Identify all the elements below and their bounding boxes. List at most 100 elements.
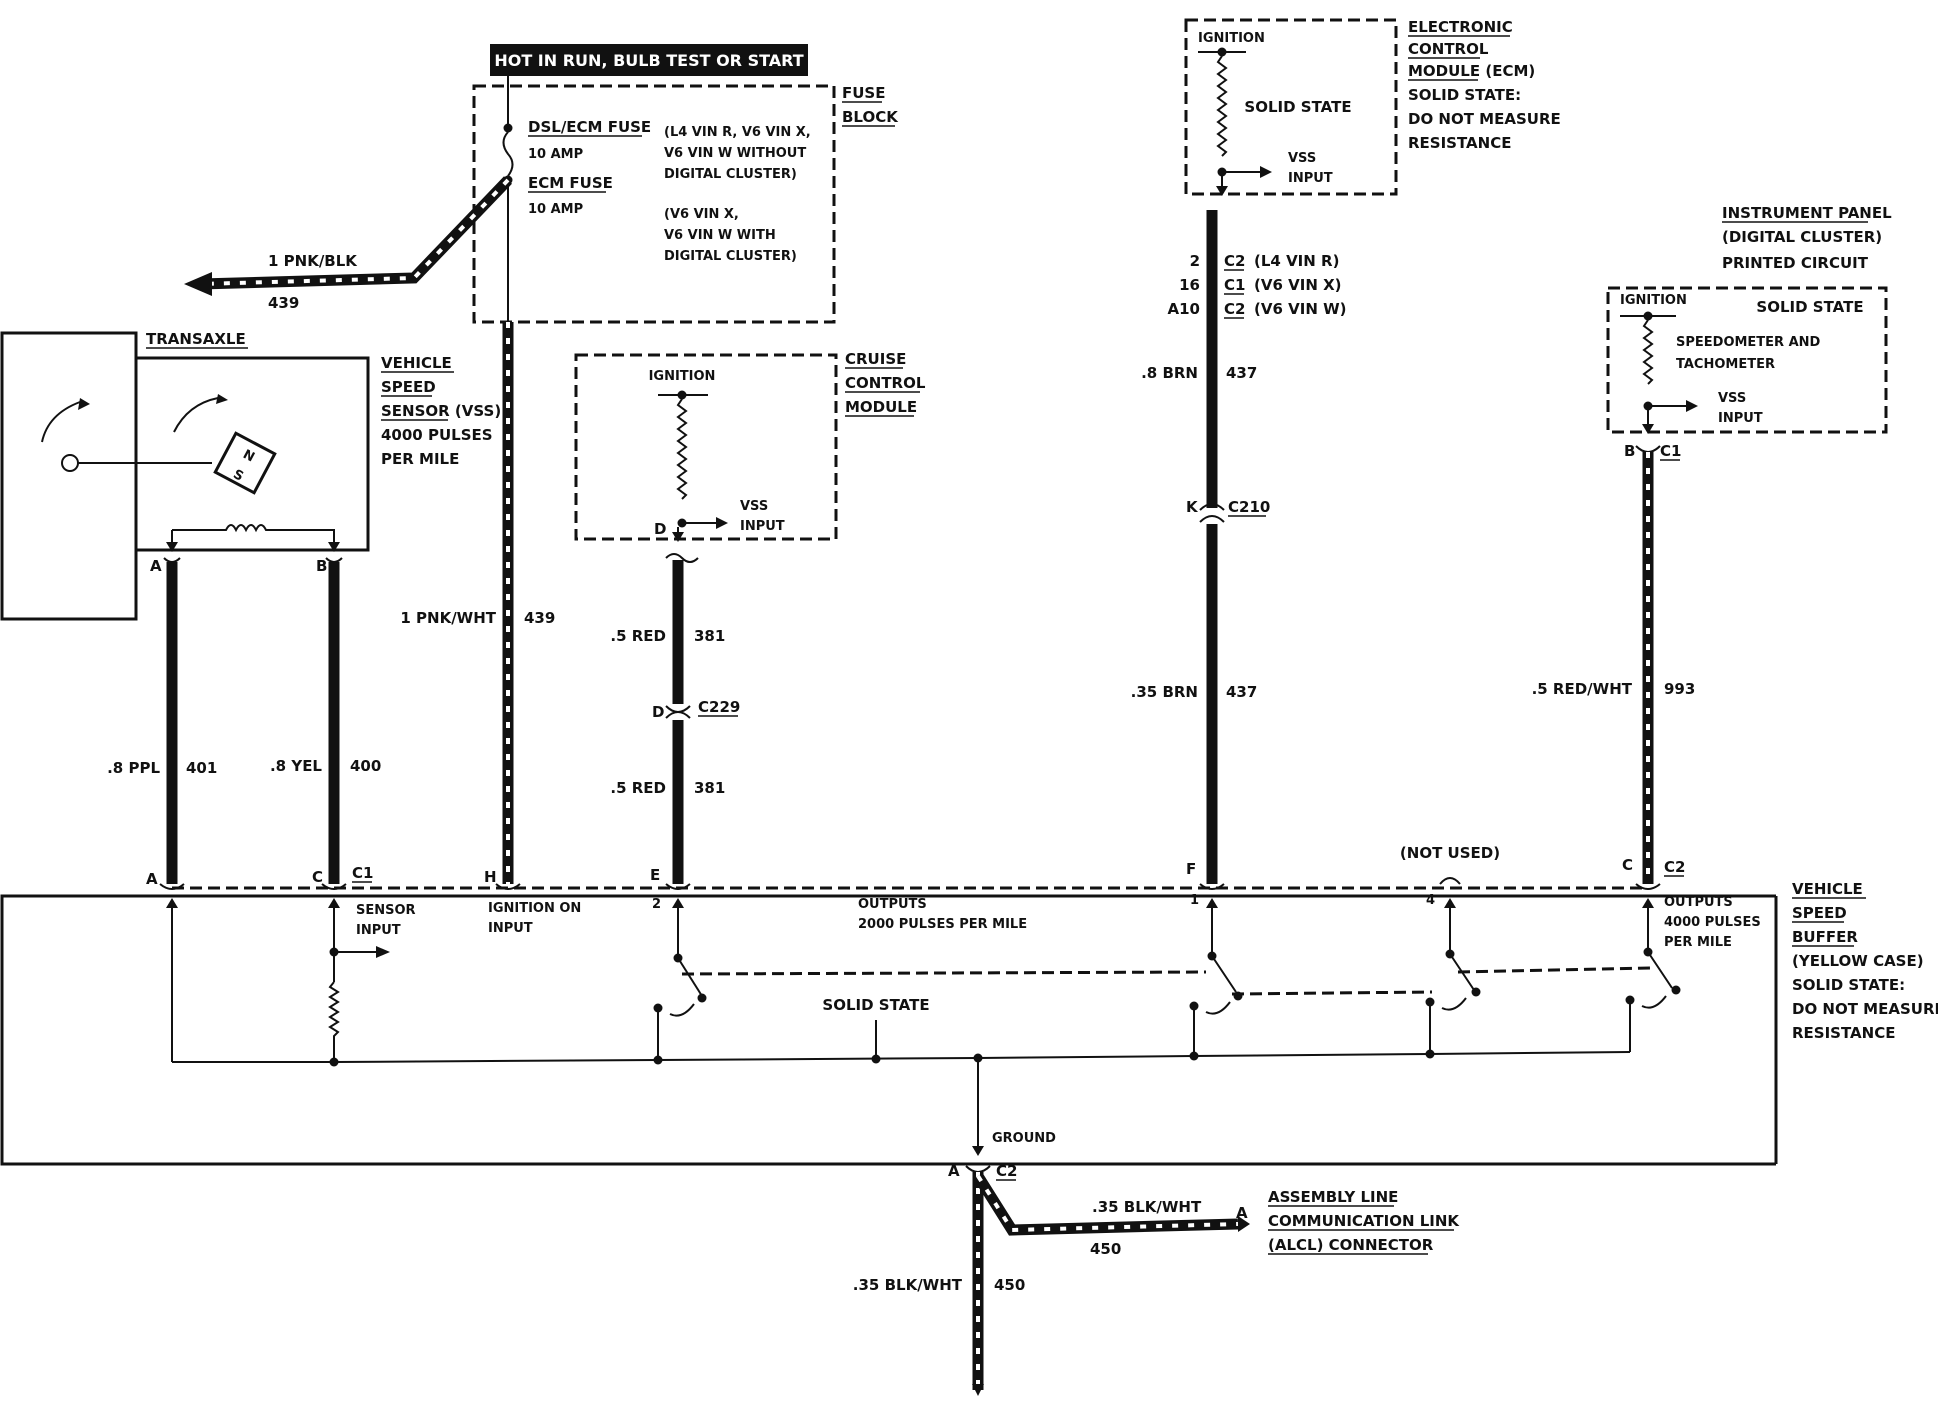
- buffer-label: (YELLOW CASE): [1792, 952, 1924, 970]
- ecm-pin: 16: [1179, 276, 1200, 294]
- buffer-resistor: [328, 981, 340, 1062]
- buffer-label: DO NOT MEASURE: [1792, 1000, 1938, 1018]
- not-used-label: (NOT USED): [1400, 844, 1500, 862]
- ecm-label: CONTROL: [1408, 40, 1489, 58]
- fuse-note: DIGITAL CLUSTER): [664, 167, 797, 182]
- out-4000-label: 4000 PULSES: [1664, 915, 1761, 930]
- wire-439-feed-label: 1 PNK/BLK: [268, 252, 358, 270]
- coil-icon: [172, 524, 335, 542]
- wire-450-alcl-circuit: 450: [1090, 1240, 1121, 1258]
- ipc-pin-b: B: [1624, 442, 1635, 460]
- alcl-label: COMMUNICATION LINK: [1268, 1212, 1460, 1230]
- vss-label: SENSOR (VSS): [381, 402, 501, 420]
- cruise-ignition: IGNITION: [649, 369, 716, 384]
- buffer-pin-c-right: C: [1622, 856, 1633, 874]
- cruise-vss-input: INPUT: [740, 519, 785, 534]
- buffer-pin-f: F: [1186, 860, 1196, 878]
- ecm-label: MODULE (ECM): [1408, 62, 1535, 80]
- ecm-fuse-label: ECM FUSE: [528, 174, 613, 192]
- out-4000-label: PER MILE: [1664, 935, 1732, 950]
- wire-437-upper-circuit: 437: [1226, 364, 1257, 382]
- buffer-box: [0, 894, 1776, 1166]
- wire-450-down-label: .35 BLK/WHT: [853, 1276, 963, 1294]
- transaxle-label: TRANSAXLE: [146, 330, 246, 348]
- fuse-note: (V6 VIN X,: [664, 207, 739, 222]
- wire-381-lower-circuit: 381: [694, 779, 725, 797]
- out-2000-label: OUTPUTS: [858, 897, 927, 912]
- c210-connector: [1199, 503, 1225, 523]
- ipc-label: (DIGITAL CLUSTER): [1722, 228, 1882, 246]
- c210-pin: K: [1186, 498, 1199, 516]
- vss-label: SPEED: [381, 378, 436, 396]
- vss-box: [134, 356, 370, 552]
- cruise-module-label: CONTROL: [845, 374, 926, 392]
- buffer-pin-h: H: [484, 868, 497, 886]
- c229-pin: D: [652, 703, 664, 721]
- ecm-vss-input: INPUT: [1288, 171, 1333, 186]
- buffer-label: RESISTANCE: [1792, 1024, 1895, 1042]
- fuse-block-label: FUSE: [842, 84, 885, 102]
- buffer-pin-c: C: [312, 868, 323, 886]
- header-banner: [490, 44, 808, 76]
- vss-pin-a: A: [150, 557, 162, 575]
- cruise-resistor: [676, 398, 688, 500]
- wire-400-label: .8 YEL: [270, 757, 322, 775]
- wire-401-label: .8 PPL: [107, 759, 160, 777]
- ipc-gauge: SPEEDOMETER AND: [1676, 335, 1821, 350]
- ipc-gauge: TACHOMETER: [1676, 357, 1775, 372]
- alcl-label: ASSEMBLY LINE: [1268, 1188, 1398, 1206]
- buffer-conn-c1: C1: [352, 864, 373, 882]
- ground-conn-name: C2: [996, 1162, 1017, 1180]
- ecm-label: RESISTANCE: [1408, 134, 1511, 152]
- ecm-pin-conn: C2: [1224, 300, 1245, 318]
- buffer-label: SOLID STATE:: [1792, 976, 1905, 994]
- buffer-pin-e: E: [650, 866, 660, 884]
- output-pin-1: 1: [1190, 893, 1199, 908]
- ecm-label: SOLID STATE:: [1408, 86, 1521, 104]
- cruise-module-label: MODULE: [845, 398, 917, 416]
- ecm-pin-note: (L4 VIN R): [1254, 252, 1339, 270]
- cruise-vss-input: VSS: [740, 499, 768, 514]
- sensor-input-label: SENSOR: [356, 903, 416, 918]
- vss-label: PER MILE: [381, 450, 459, 468]
- ipc-solid-state: SOLID STATE: [1756, 298, 1863, 316]
- ipc-resistor: [1642, 319, 1654, 385]
- ipc-label: PRINTED CIRCUIT: [1722, 254, 1869, 272]
- ecm-vss-input: VSS: [1288, 151, 1316, 166]
- sensor-input-label: INPUT: [356, 923, 401, 938]
- fuse-note: V6 VIN W WITHOUT: [664, 146, 806, 161]
- vss-label: VEHICLE: [381, 354, 452, 372]
- vss-pin-b: B: [316, 557, 327, 575]
- ipc-conn-c1: C1: [1660, 442, 1681, 460]
- wire-993-circuit: 993: [1664, 680, 1695, 698]
- ign-input-label: INPUT: [488, 921, 533, 936]
- cruise-module-label: CRUISE: [845, 350, 906, 368]
- alcl-label: (ALCL) CONNECTOR: [1268, 1236, 1434, 1254]
- wire-439-ignition-circuit: 439: [524, 609, 555, 627]
- magnet-icon: N S: [213, 431, 277, 495]
- ipc-label: INSTRUMENT PANEL: [1722, 204, 1892, 222]
- ecm-pin-conn: C2: [1224, 252, 1245, 270]
- c210-name: C210: [1228, 498, 1270, 516]
- dsl-fuse-amp: 10 AMP: [528, 147, 583, 162]
- arrow-left-icon: [184, 272, 212, 296]
- transaxle-box: [0, 331, 138, 621]
- vss-label: 4000 PULSES: [381, 426, 493, 444]
- out-4000-label: OUTPUTS: [1664, 895, 1733, 910]
- wire-401-circuit: 401: [186, 759, 217, 777]
- fuse-note: DIGITAL CLUSTER): [664, 249, 797, 264]
- ipc-vss-input: VSS: [1718, 391, 1746, 406]
- fuse-note: (L4 VIN R, V6 VIN X,: [664, 125, 811, 140]
- c229-connector: [665, 705, 691, 719]
- ecm-pin-note: (V6 VIN W): [1254, 300, 1347, 318]
- ecm-box: [1184, 18, 1398, 196]
- ground-conn-pin: A: [948, 1162, 960, 1180]
- fuse-symbol: [502, 131, 514, 177]
- ecm-pin: 2: [1190, 252, 1200, 270]
- dsl-fuse-label: DSL/ECM FUSE: [528, 118, 651, 136]
- ecm-label: DO NOT MEASURE: [1408, 110, 1561, 128]
- cruise-pin-d: D: [654, 520, 666, 538]
- wire-437-lower-circuit: 437: [1226, 683, 1257, 701]
- out-2000-label: 2000 PULSES PER MILE: [858, 917, 1027, 932]
